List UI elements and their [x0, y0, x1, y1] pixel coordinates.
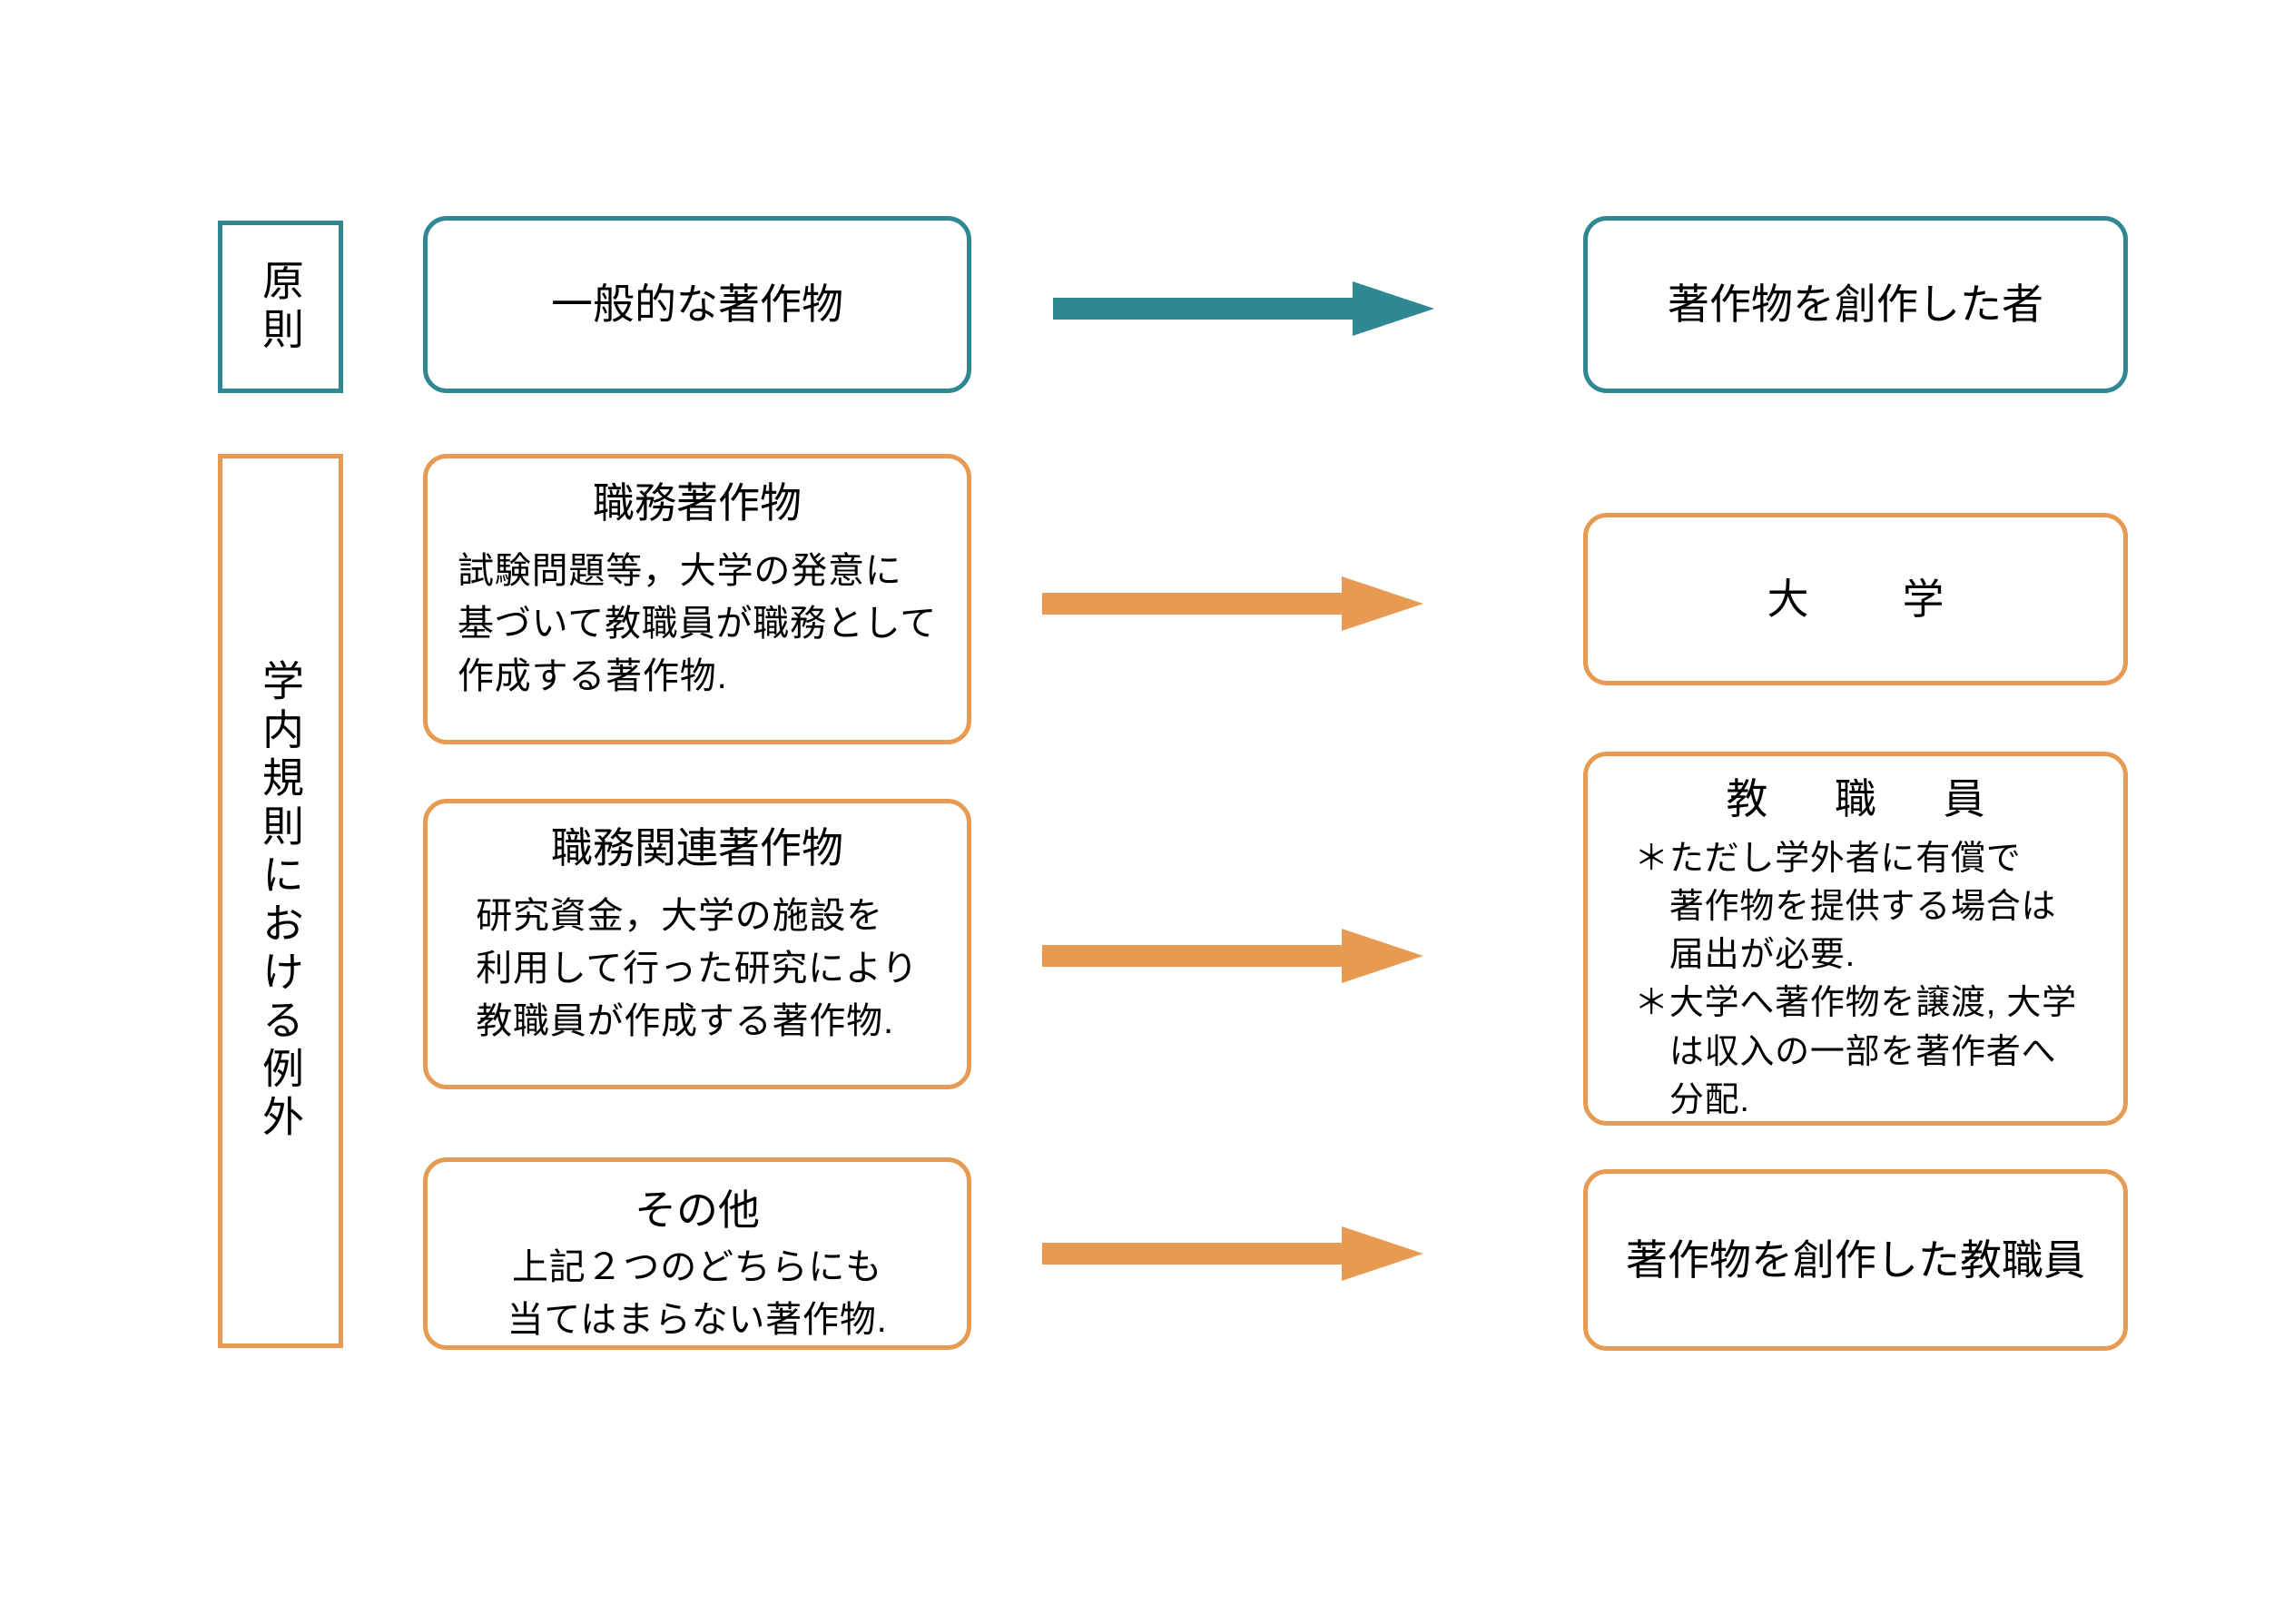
body-line: 分配.: [1634, 1080, 1750, 1119]
body-line: 当てはまらない著作物.: [507, 1299, 888, 1340]
arrow-work-for-hire: [1042, 576, 1423, 631]
body-line: 研究資金，大学の施設を: [476, 895, 883, 936]
target-box-faculty-staff: 教 職 員 ＊ただし学外者に有償で 著作物を提供する場合は 届出が必要. ＊大学…: [1583, 752, 2128, 1126]
target-box-creator-staff-title: 著作物を創作した教職員: [1626, 1235, 2085, 1284]
source-box-work-related-body: 研究資金，大学の施設を 利用して行った研究により 教職員が作成する著作物.: [476, 890, 919, 1048]
source-box-general-work-title: 一般的な著作物: [551, 281, 843, 329]
target-box-creator-staff: 著作物を創作した教職員: [1583, 1169, 2128, 1351]
body-line: 利用して行った研究により: [476, 948, 919, 989]
target-box-general-work: 著作物を創作した者: [1583, 216, 2128, 393]
body-line: 試験問題等，大学の発意に: [458, 550, 902, 591]
body-line: 届出が必要.: [1634, 936, 1856, 975]
section-label-exception-text: 学内規則における例外: [257, 658, 304, 1144]
body-line: ＊大学へ著作物を譲渡, 大学: [1634, 984, 2077, 1023]
target-box-faculty-staff-title: 教 職 員: [1726, 775, 1998, 822]
source-box-general-work: 一般的な著作物: [423, 216, 971, 393]
source-box-other: その他 上記２つのどちらにも 当てはまらない著作物.: [423, 1157, 971, 1350]
body-line: 著作物を提供する場合は: [1634, 888, 2057, 927]
target-box-faculty-staff-body: ＊ただし学外者に有償で 著作物を提供する場合は 届出が必要. ＊大学へ著作物を譲…: [1634, 835, 2077, 1125]
section-label-exception: 学内規則における例外: [218, 454, 343, 1348]
body-line: 上記２つのどちらにも: [512, 1246, 882, 1287]
source-box-other-body: 上記２つのどちらにも 当てはまらない著作物.: [507, 1241, 887, 1346]
section-label-principle: 原則: [218, 221, 343, 393]
source-box-work-for-hire: 職務著作物 試験問題等，大学の発意に 基づいて教職員が職務として 作成する著作物…: [423, 454, 971, 744]
arrow-work-related: [1042, 929, 1423, 983]
section-label-principle-text: 原則: [257, 258, 304, 356]
source-box-other-title: その他: [635, 1186, 760, 1234]
body-line: 基づいて教職員が職務として: [458, 603, 937, 644]
source-box-work-related: 職務関連著作物 研究資金，大学の施設を 利用して行った研究により 教職員が作成す…: [423, 799, 971, 1089]
body-line: ＊ただし学外者に有償で: [1634, 839, 2022, 878]
body-line: 作成する著作物.: [458, 655, 728, 696]
source-box-work-related-title: 職務関連著作物: [551, 824, 843, 871]
source-box-work-for-hire-title: 職務著作物: [593, 479, 802, 527]
arrow-other: [1042, 1226, 1423, 1281]
target-box-general-work-title: 著作物を創作した者: [1668, 281, 2043, 329]
target-box-university: 大 学: [1583, 513, 2128, 685]
body-line: は収入の一部を著作者へ: [1634, 1032, 2057, 1071]
arrow-general-work: [1053, 281, 1434, 336]
source-box-work-for-hire-body: 試験問題等，大学の発意に 基づいて教職員が職務として 作成する著作物.: [458, 545, 937, 703]
target-box-university-title: 大 学: [1767, 575, 1971, 623]
body-line: 教職員が作成する著作物.: [476, 1000, 894, 1041]
